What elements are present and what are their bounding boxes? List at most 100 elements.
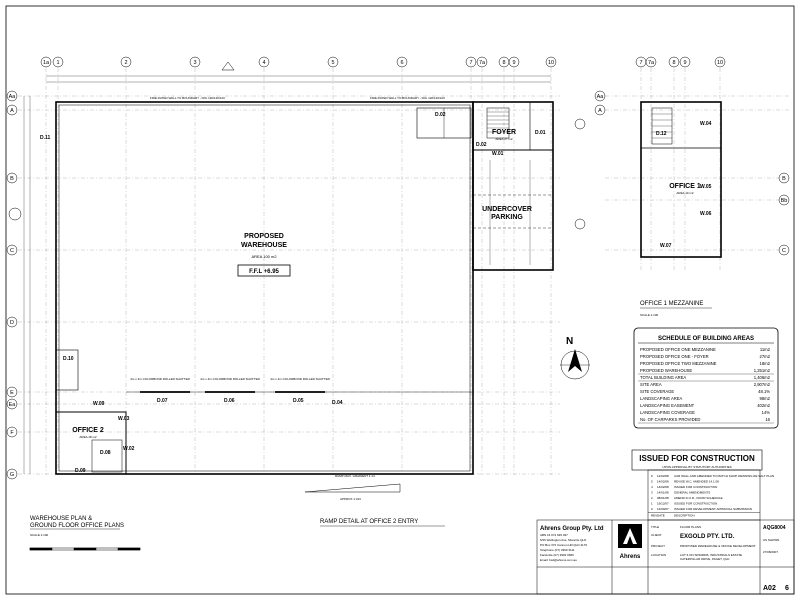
section-markers bbox=[8, 61, 586, 230]
grid-bubble-3: 3 bbox=[189, 56, 201, 68]
ramp-detail bbox=[304, 483, 401, 493]
tag-d02: D.02 bbox=[435, 112, 446, 118]
foyer-area: AREA 27 m2 bbox=[495, 137, 513, 141]
grid-bubble-A: A bbox=[6, 104, 18, 116]
issue-stamp: ISSUED FOR CONSTRUCTION UPON APPROVAL BY… bbox=[631, 449, 763, 471]
grid-label: 3 bbox=[193, 60, 196, 66]
tag-d09: D.09 bbox=[75, 468, 86, 474]
warehouse-grid bbox=[18, 68, 560, 475]
schedule-row: No. OF CARPARKS PROVIDED 16 bbox=[638, 417, 774, 424]
job-number: AQG8004 bbox=[763, 525, 786, 531]
client-name: EXGOLD PTY. LTD. bbox=[680, 534, 735, 540]
grid-label: C bbox=[782, 248, 786, 254]
schedule-item: PROPOSED OFFICE TWO MEZZANINE bbox=[640, 361, 717, 366]
drawing-scale: AS SHOWN bbox=[763, 538, 779, 542]
grid-label: Bb bbox=[781, 198, 788, 204]
grid-label: 8 bbox=[502, 60, 505, 66]
tag-w04: W.04 bbox=[700, 121, 712, 127]
grid-bubble-E: E bbox=[6, 386, 18, 398]
grid-bubble-D: D bbox=[6, 316, 18, 328]
client-label: CLIENT bbox=[651, 533, 662, 537]
schedule-value: 98m2 bbox=[760, 396, 771, 401]
company-address-2: PO Box 372 Cannon Hill QLD 4170 bbox=[540, 543, 587, 547]
grid-bubble-Ea: Ea bbox=[6, 398, 18, 410]
revision-header: REV bbox=[651, 514, 657, 518]
office-2-area: AREA 18 m2 bbox=[79, 435, 97, 439]
title-block bbox=[536, 469, 795, 595]
tag-d08: D.08 bbox=[100, 450, 111, 456]
grid-label: A bbox=[598, 108, 602, 114]
grid-label: A bbox=[10, 108, 14, 114]
grid-label: F bbox=[10, 430, 14, 436]
mezzanine-title: OFFICE 1 MEZZANINE bbox=[640, 301, 703, 307]
grid-bubble-Bb: Bb bbox=[778, 194, 790, 206]
grid-bubble-6: 6 bbox=[396, 56, 408, 68]
grid-bubble-1: 1 bbox=[52, 56, 64, 68]
schedule-item: No. OF CARPARKS PROVIDED bbox=[640, 417, 700, 422]
tag-w05: W.05 bbox=[700, 184, 712, 190]
schedule-item: PROPOSED WAREHOUSE bbox=[640, 368, 692, 373]
schedule-value: 1,406m2 bbox=[754, 375, 771, 380]
revision-description: REVISE W.C. AMENDED 14.1.08 bbox=[674, 480, 719, 484]
ramp-length: APPROX 1:313 bbox=[340, 497, 361, 501]
fire-wall-note-1: FIRE RATED WALL TO BOUNDARY - FRL 120/12… bbox=[150, 96, 225, 100]
drawing-date: 27/08/2007 bbox=[763, 550, 778, 554]
grid-label: 5 bbox=[331, 60, 334, 66]
company-fax: Facsimile (07) 3902 0666 bbox=[540, 553, 574, 557]
grid-bubble-7a: 7a bbox=[476, 56, 488, 68]
revision-date: 19/12/07 bbox=[657, 502, 669, 506]
revision-date: 08/01/08 bbox=[657, 496, 669, 500]
grid-bubble-2: 2 bbox=[120, 56, 132, 68]
schedule-item: PROPOSED OFFICE ONE MEZZANINE bbox=[640, 347, 716, 352]
office-1-area: AREA 10 m2 bbox=[676, 191, 694, 195]
title-label: TITLE bbox=[651, 525, 659, 529]
revision-id: 2 bbox=[651, 496, 653, 500]
tag-d01: D.01 bbox=[535, 130, 546, 136]
ffl-box bbox=[237, 264, 291, 277]
schedule-item: SITE COVERAGE bbox=[640, 389, 674, 394]
schedule-value: 2,907m2 bbox=[754, 382, 771, 387]
grid-label: G bbox=[10, 472, 14, 478]
grid-bubble-B: B bbox=[778, 172, 790, 184]
grid-bubble-9: 9 bbox=[508, 56, 520, 68]
revision-date: 14/02/08 bbox=[657, 474, 669, 478]
schedule-value: 402m2 bbox=[757, 403, 770, 408]
grid-bubble-A: A bbox=[594, 104, 606, 116]
revision-id: 6 bbox=[651, 474, 653, 478]
revision-description: ISSUED FOR CONSTRUCTION bbox=[674, 502, 717, 506]
sheet-border bbox=[5, 5, 795, 595]
revision-description: GENERAL AMENDMENTS bbox=[674, 491, 710, 495]
mezzanine-walls bbox=[640, 101, 722, 258]
tag-d07: D.07 bbox=[157, 398, 168, 404]
tag-d02b: D.02 bbox=[476, 142, 487, 148]
floor-level: F.F.L +6.95 bbox=[249, 269, 279, 275]
grid-bubble-7: 7 bbox=[465, 56, 477, 68]
grid-bubble-4: 4 bbox=[258, 56, 270, 68]
grid-bubble-1a: 1a bbox=[40, 56, 52, 68]
office-2-title: OFFICE 2 bbox=[72, 427, 104, 434]
grid-bubble-5: 5 bbox=[327, 56, 339, 68]
grid-label: 1 bbox=[56, 60, 59, 66]
schedule-value: 16 bbox=[765, 417, 770, 422]
company-abn: ABN 16 074 626 037 bbox=[540, 533, 568, 537]
grid-label: 7a bbox=[479, 60, 486, 66]
warehouse-area: AREA 100 m2 bbox=[251, 254, 277, 259]
grid-label: Aa bbox=[9, 94, 17, 100]
grid-label: 4 bbox=[262, 60, 265, 66]
revision-number: 6 bbox=[785, 585, 789, 592]
tag-d06: D.06 bbox=[224, 398, 235, 404]
schedule-item: LANDSCAPING AREA bbox=[640, 396, 683, 401]
